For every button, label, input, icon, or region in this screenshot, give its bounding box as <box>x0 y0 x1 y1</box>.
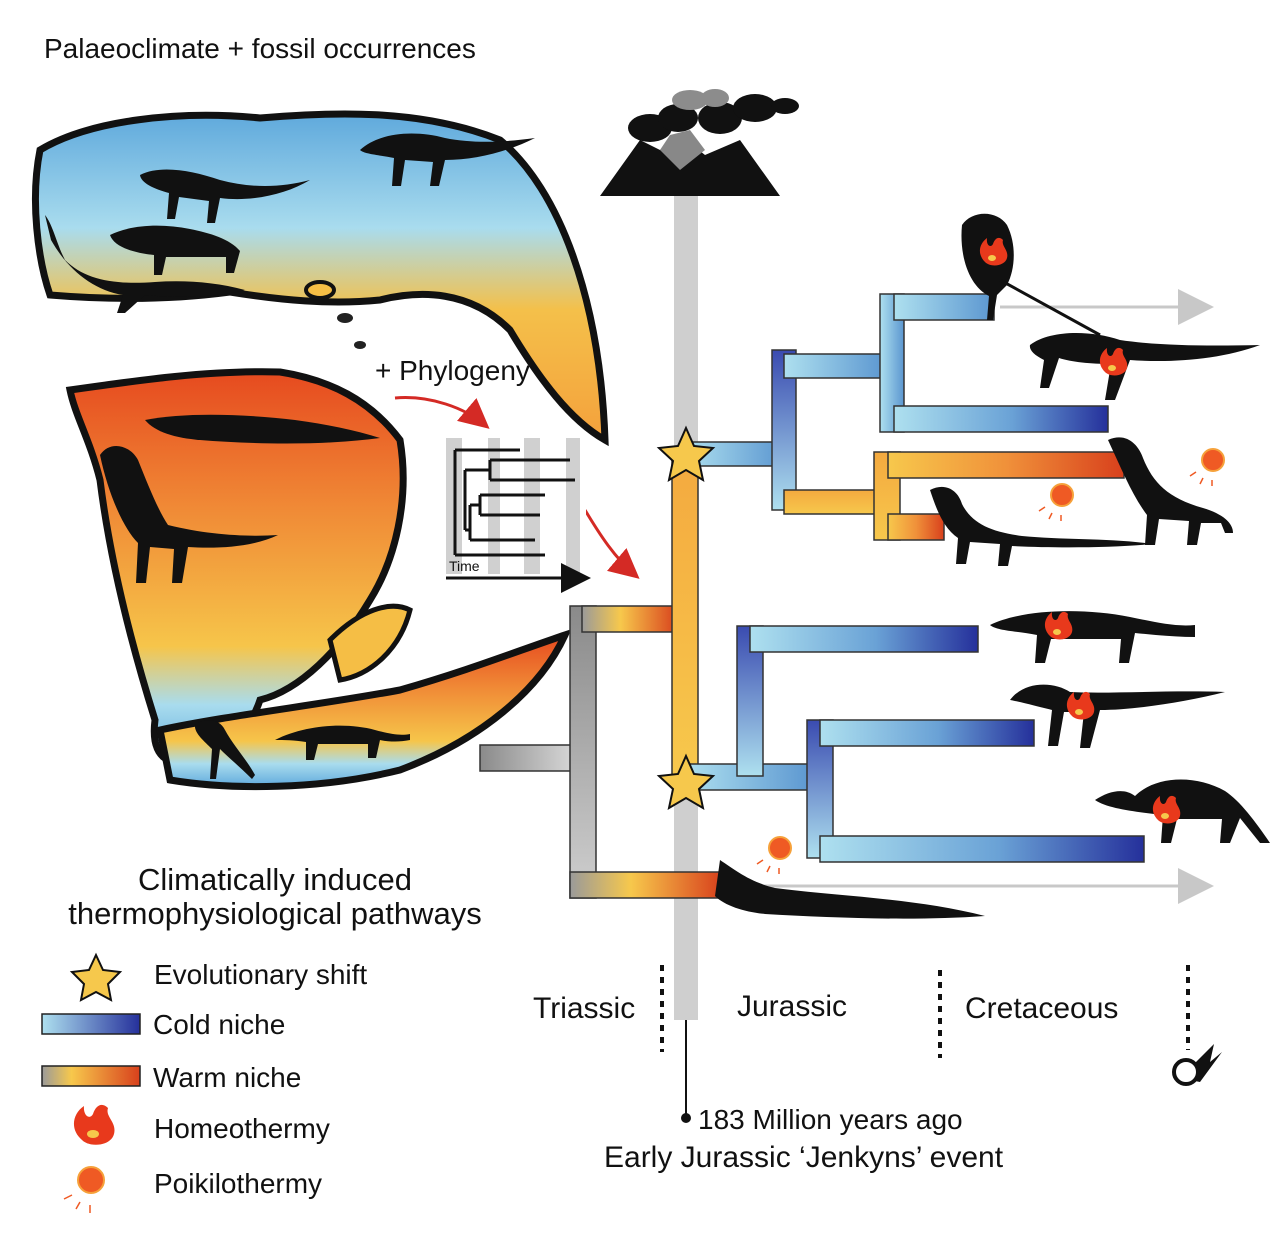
bird-silhouette <box>194 720 255 779</box>
branch-hadrosaur <box>819 719 1035 747</box>
branch-ankylosaur <box>749 625 979 653</box>
branch-ceratopsian <box>819 835 1145 863</box>
asteroid-icon <box>1172 1044 1222 1086</box>
island <box>337 313 353 323</box>
time-label: Time <box>449 558 480 574</box>
ceratopsian-silhouette <box>1095 779 1270 843</box>
flame-icon <box>1099 347 1128 376</box>
flame-icon <box>1066 691 1095 720</box>
island <box>327 603 413 683</box>
mini-phylogeny-tree: Time <box>446 438 591 593</box>
branch-sauropod-small <box>887 513 945 541</box>
legend-label-evolutionary-shift: Evolutionary shift <box>154 959 367 990</box>
island <box>354 341 366 349</box>
star-icon <box>656 425 716 483</box>
period-label-triassic: Triassic <box>533 992 635 1025</box>
legend-label-homeothermy: Homeothermy <box>154 1113 330 1144</box>
legend-star-icon <box>69 952 123 1002</box>
terminal-silhouettes <box>715 213 1270 919</box>
theropod-silhouette <box>140 169 310 223</box>
legend-flame-icon <box>73 1104 115 1145</box>
branch-dinosaur-stem <box>581 605 679 633</box>
branch-sauropodomorpha <box>783 489 885 515</box>
period-label-cretaceous: Cretaceous <box>965 992 1118 1025</box>
legend-label-warm: Warm niche <box>153 1062 301 1093</box>
root-split-vertical <box>569 605 597 899</box>
phylogeny-label: + Phylogeny <box>375 355 530 386</box>
hadrosaur-silhouette <box>1010 684 1225 748</box>
ceratopsian-silhouette <box>110 225 240 275</box>
volcano-cone <box>600 135 780 196</box>
branch-dinosaur-vertical <box>671 451 699 777</box>
legend-label-cold: Cold niche <box>153 1009 285 1040</box>
legend-cold-swatch <box>41 1013 141 1035</box>
event-pin-dot <box>681 1113 691 1123</box>
branch-theropoda <box>783 353 887 379</box>
smoke-clouds <box>628 94 799 142</box>
palaeo-globe-map <box>31 110 609 791</box>
mini-tree-branches <box>453 448 575 557</box>
legend: Climatically induced thermophysiological… <box>41 862 482 1213</box>
hadrosaur-silhouette <box>360 133 535 186</box>
sauropod-silhouette <box>1108 437 1233 545</box>
period-label-jurassic: Jurassic <box>737 990 847 1023</box>
crocodile-silhouette <box>715 860 985 919</box>
crocodylomorph-silhouette <box>145 414 380 444</box>
flame-icon <box>979 237 1008 266</box>
flame-icon <box>1152 795 1181 824</box>
legend-title-line2: thermophysiological pathways <box>68 896 482 931</box>
legend-warm-swatch <box>41 1065 141 1087</box>
star-icon <box>656 753 716 811</box>
sun-icon <box>1189 448 1225 486</box>
ankylosaur-silhouette <box>275 725 410 760</box>
root-stem <box>479 744 581 772</box>
branch-tyrannosaur <box>893 405 1109 433</box>
southern-continents <box>65 368 407 768</box>
island <box>304 280 336 300</box>
phylogeny-tree <box>479 289 1214 904</box>
event-date: 183 Million years ago <box>698 1104 963 1135</box>
flame-icon <box>1044 611 1073 640</box>
legend-label-poikilothermy: Poikilothermy <box>154 1168 322 1199</box>
sauropodomorph-silhouette <box>45 215 245 313</box>
red-arrow-icon <box>583 509 640 579</box>
sauropod-silhouette <box>100 445 278 583</box>
physiology-markers <box>756 237 1225 874</box>
legend-title-line1: Climatically induced <box>138 862 412 897</box>
tyrannosaur-silhouette <box>1029 333 1260 400</box>
branch-crocodylomorph <box>569 871 723 899</box>
sauropod-silhouette <box>930 486 1152 566</box>
event-name: Early Jurassic ‘Jenkyns’ event <box>604 1141 1004 1174</box>
polar-continent <box>155 629 572 791</box>
branch-bird <box>893 293 995 321</box>
sun-icon <box>756 836 792 874</box>
volcano-vent-smoke <box>660 130 705 170</box>
time-bin <box>566 438 580 574</box>
volcano-icon <box>600 89 799 196</box>
branch-sauropod-large <box>887 451 1125 479</box>
figure-title: Palaeoclimate + fossil occurrences <box>44 33 476 64</box>
ankylosaur-silhouette <box>990 611 1195 663</box>
sun-icon <box>1038 483 1074 521</box>
red-arrow-icon <box>394 396 490 429</box>
legend-sun-icon <box>63 1166 105 1213</box>
